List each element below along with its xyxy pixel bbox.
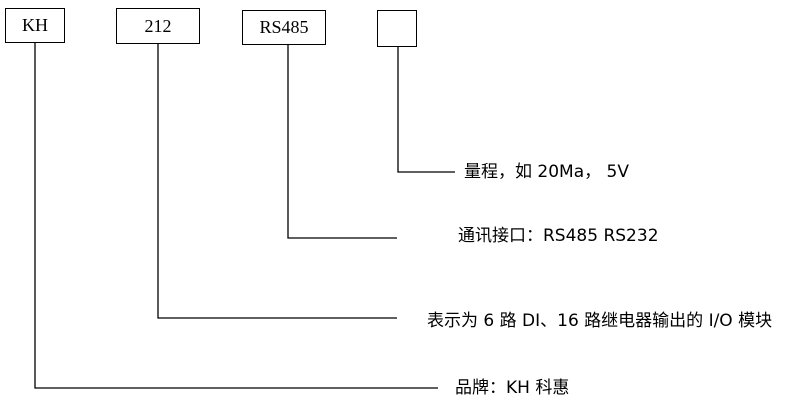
range-connector bbox=[397, 47, 455, 173]
range-code-box bbox=[377, 10, 417, 47]
brand-description: 品牌：KH 科惠 bbox=[455, 378, 570, 398]
range-description: 量程，如 20Ma， 5V bbox=[464, 162, 629, 182]
brand-connector bbox=[34, 43, 438, 389]
model-description: 表示为 6 路 DI、16 路继电器输出的 I/O 模块 bbox=[427, 311, 773, 331]
interface-connector bbox=[287, 45, 397, 239]
model-code-box: 212 bbox=[116, 8, 200, 44]
interface-code-box: RS485 bbox=[242, 10, 326, 45]
brand-code-box: KH bbox=[5, 8, 65, 43]
model-connector bbox=[157, 43, 397, 319]
interface-description: 通讯接口：RS485 RS232 bbox=[458, 226, 659, 246]
